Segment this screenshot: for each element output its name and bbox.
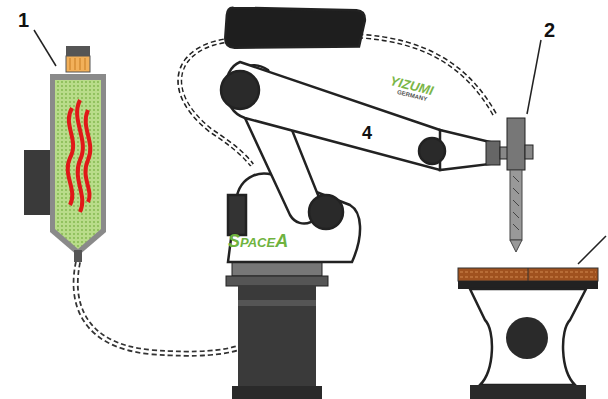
material-hose (76, 262, 238, 354)
callout-number: 1 (18, 10, 29, 30)
leader-line (578, 236, 606, 264)
build-platform (458, 268, 598, 399)
callout-number: 4 (362, 124, 372, 142)
leader-line (34, 30, 56, 66)
logo-text: SpaceA (228, 232, 288, 250)
robot-arm (221, 1, 490, 262)
print-head (486, 118, 533, 252)
heated-hopper (24, 46, 106, 262)
material-hose-core (76, 262, 238, 354)
leader-line (527, 40, 541, 114)
robot-base (226, 262, 328, 399)
callout-number: 2 (544, 20, 555, 40)
